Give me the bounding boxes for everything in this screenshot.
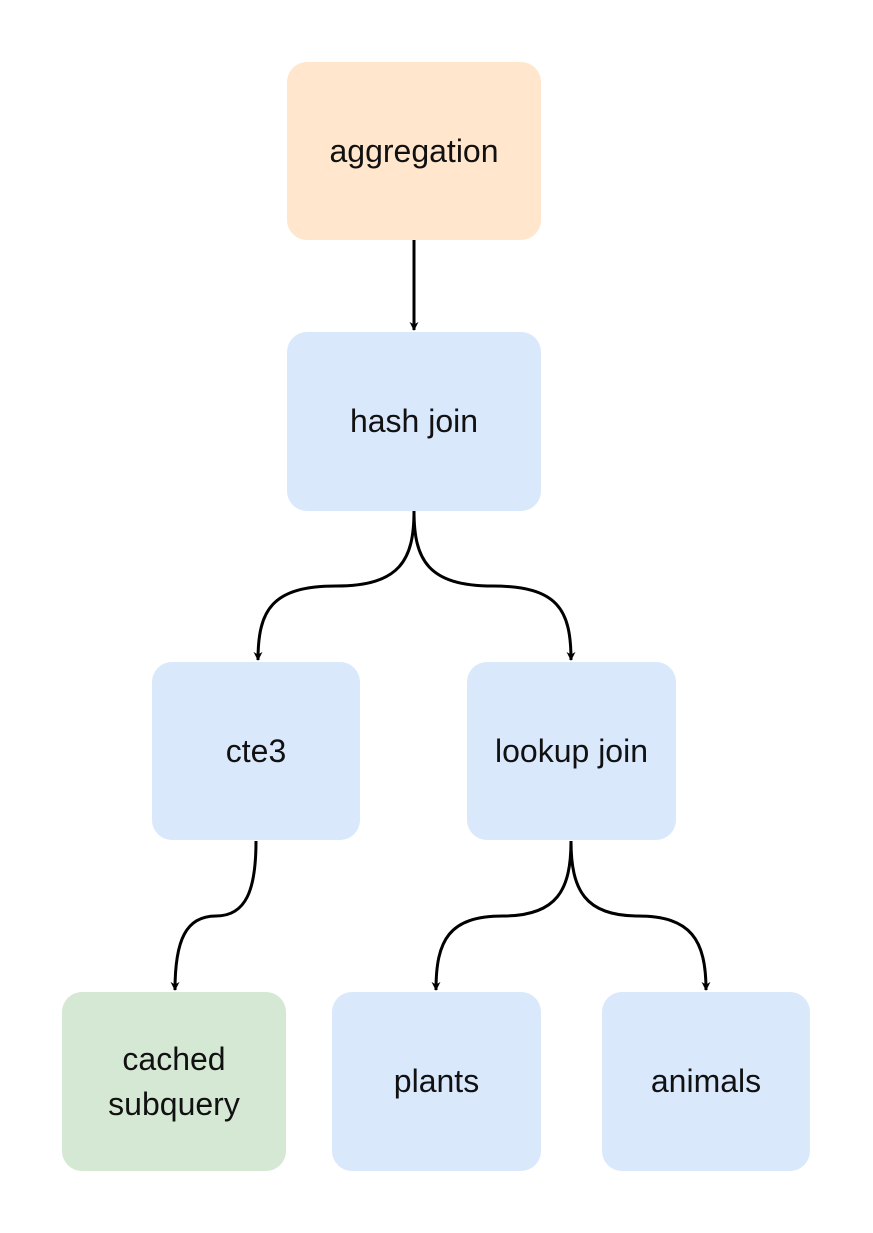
edge-lookup-join-to-animals	[569, 840, 711, 991]
node-animals: animals	[602, 992, 810, 1171]
edge-cte3-to-cached-subquery	[170, 840, 258, 991]
node-lookup-join: lookup join	[467, 662, 676, 840]
node-cached-subquery-label: cached subquery	[108, 1040, 240, 1122]
edge-hash-join-to-cte3	[253, 510, 416, 661]
edge-hash-join-to-lookup-join	[412, 510, 576, 661]
node-cte3-label: cte3	[225, 732, 287, 769]
node-hash-join-label: hash join	[349, 403, 479, 440]
node-hash-join: hash join	[287, 332, 541, 511]
node-aggregation: aggregation	[287, 62, 541, 240]
node-plants: plants	[332, 992, 541, 1171]
node-plants-label: plants	[393, 1063, 480, 1100]
node-cached-subquery: cached subquery	[62, 992, 286, 1171]
edge-lookup-join-to-plants	[431, 840, 573, 991]
node-animals-label: animals	[650, 1063, 762, 1100]
node-lookup-join-label: lookup join	[495, 732, 648, 769]
node-cte3: cte3	[152, 662, 360, 840]
node-aggregation-label: aggregation	[329, 132, 499, 169]
